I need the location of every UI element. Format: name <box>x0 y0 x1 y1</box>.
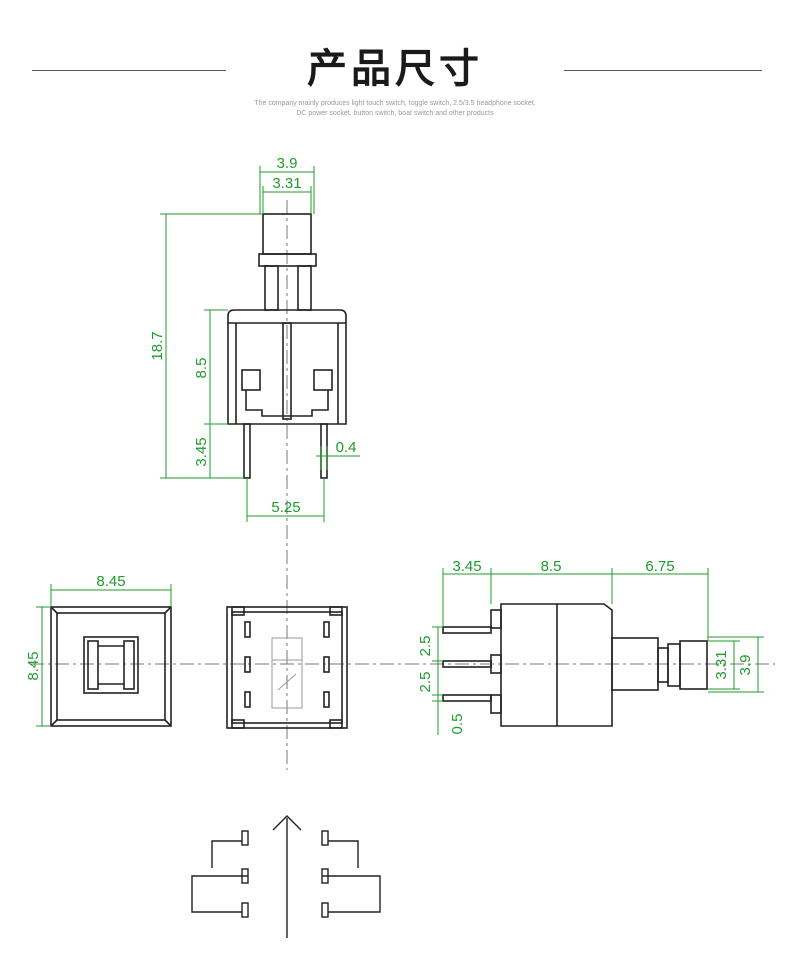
dim-top-height: 8.45 <box>25 651 42 680</box>
dim-side-body: 8.5 <box>541 558 562 575</box>
bottom-view-hidden <box>271 637 303 709</box>
circuit-schematic <box>191 815 381 938</box>
front-pin-right <box>320 423 328 479</box>
dim-side-pitch-a: 2.5 <box>417 636 434 657</box>
subtitle-line-1: The company mainly produces light touch … <box>254 100 536 107</box>
side-pin-3 <box>442 694 492 702</box>
dim-side-pin-thickness: 0.5 <box>449 714 466 735</box>
dim-side-actuator: 6.75 <box>645 558 674 575</box>
subtitle-line-2: DC power socket, button switch, boat swi… <box>296 110 494 117</box>
side-cap <box>679 640 708 690</box>
dim-front-pin-width: 0.4 <box>336 439 357 456</box>
dim-front-width-outer: 3.9 <box>277 155 298 172</box>
title-rule-left <box>32 70 226 71</box>
dim-front-total-height: 18.7 <box>149 331 166 360</box>
dim-side-cap-inner: 3.31 <box>713 650 730 679</box>
dim-front-width-inner: 3.31 <box>272 175 301 192</box>
side-pin-2 <box>442 660 492 668</box>
side-view <box>442 603 708 727</box>
side-pin-1 <box>442 626 492 634</box>
bottom-view <box>226 606 348 729</box>
title-rule-right <box>564 70 762 71</box>
dim-front-pin-length: 3.45 <box>193 437 210 466</box>
dim-side-cap-outer: 3.9 <box>737 655 754 676</box>
page-title: 产品尺寸 <box>307 46 483 92</box>
center-lines <box>30 200 775 770</box>
dim-side-pin-length: 3.45 <box>452 558 481 575</box>
side-body <box>500 603 613 727</box>
side-dimensions <box>432 568 764 735</box>
dim-side-pitch-b: 2.5 <box>417 672 434 693</box>
dim-front-pin-spacing: 5.25 <box>271 499 300 516</box>
front-dimensions <box>160 166 360 522</box>
front-body <box>227 309 347 425</box>
dim-front-body-height: 8.5 <box>193 358 210 379</box>
dim-top-width: 8.45 <box>96 573 125 590</box>
front-pin-left <box>243 423 251 479</box>
top-view <box>50 606 172 727</box>
top-view-outline <box>50 606 172 727</box>
top-dimensions <box>36 584 172 727</box>
bottom-view-outline <box>226 606 348 729</box>
